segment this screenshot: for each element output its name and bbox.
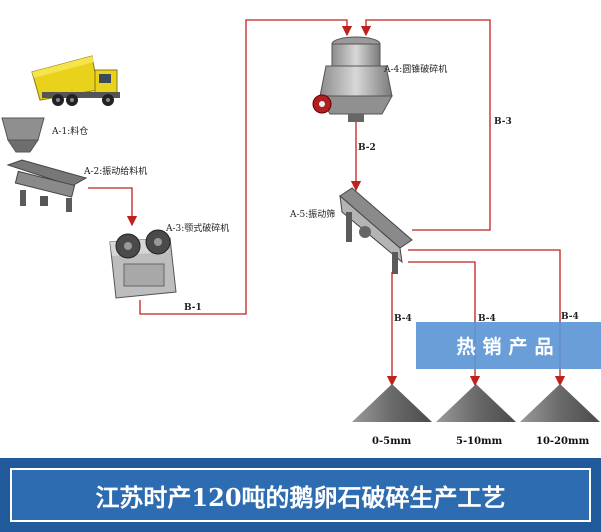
title-banner: 江苏时产120吨的鹅卵石破碎生产工艺: [0, 458, 601, 532]
flow-b3: [360, 19, 491, 231]
size-label-2: 10-20mm: [536, 436, 590, 447]
hopper-icon: [1, 117, 45, 153]
dump-truck-icon: [31, 55, 120, 106]
vibrating-feeder-icon: [6, 159, 88, 212]
cone-crusher-icon: [312, 36, 393, 122]
label-screen: A-5:振动筛: [290, 210, 336, 220]
label-jaw-crusher: A-3:颚式破碎机: [166, 224, 230, 234]
code-b4-right: B-4: [561, 312, 579, 322]
page-title: 江苏时产120吨的鹅卵石破碎生产工艺: [10, 468, 591, 522]
size-label-0: 0-5mm: [372, 436, 412, 447]
code-b3: B-3: [494, 117, 512, 127]
code-b4-mid: B-4: [478, 314, 496, 324]
label-feeder: A-2:振动给料机: [84, 167, 148, 177]
size-label-1: 5-10mm: [456, 436, 503, 447]
label-cone-crusher: A-4:圆锥破碎机: [384, 65, 448, 75]
code-b4-left: B-4: [394, 314, 412, 324]
label-hopper: A-1:料仓: [52, 127, 89, 137]
flow-b1: [139, 19, 353, 315]
pile-0-5mm: [352, 384, 432, 422]
jaw-crusher-icon: [109, 229, 177, 299]
vibrating-screen-icon: [339, 187, 413, 274]
flow-feeder-to-jaw: [88, 187, 138, 227]
product-piles: [352, 384, 600, 422]
code-b2: B-2: [358, 143, 376, 153]
hot-products-badge: 热销产品: [416, 322, 601, 369]
pile-10-20mm: [520, 384, 600, 422]
code-b1: B-1: [184, 303, 202, 313]
pile-5-10mm: [436, 384, 516, 422]
